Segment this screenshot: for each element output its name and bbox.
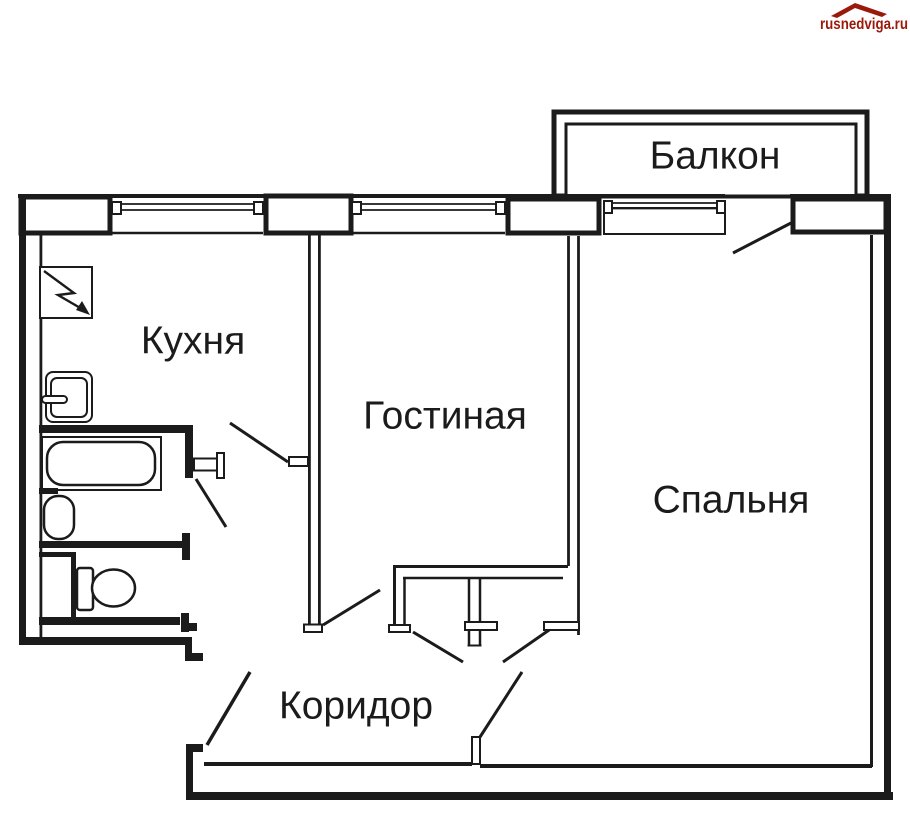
bottom-inner-wall-right bbox=[480, 764, 872, 768]
logo-roof-icon bbox=[831, 3, 887, 18]
living-room-window-icon bbox=[351, 201, 506, 235]
closets bbox=[322, 565, 568, 664]
closet-door-leaf-left bbox=[412, 630, 464, 664]
wall-pier-balcony-left bbox=[505, 196, 602, 236]
bedroom-wall-jamb-flare bbox=[543, 621, 580, 631]
bottom-left-outer-wall bbox=[19, 637, 192, 645]
wall-pier-between-windows bbox=[263, 193, 354, 236]
kitchen-window-icon bbox=[111, 201, 264, 235]
closet-door-leaf-right bbox=[502, 626, 553, 664]
kitchen-door-jamb-cap bbox=[216, 452, 225, 479]
wc-shaft-wall bbox=[71, 552, 76, 624]
bedroom-door-leaf bbox=[478, 671, 524, 738]
bath-wc-wall-cap bbox=[182, 533, 190, 560]
room-label-corridor: Коридор bbox=[279, 684, 433, 727]
room-label-balcony: Балкон bbox=[650, 134, 781, 177]
entrance-wall-step-v bbox=[185, 637, 192, 661]
washbasin-icon bbox=[42, 494, 76, 541]
closet-left-jamb-foot bbox=[388, 624, 411, 633]
room-label-bedroom: Спальня bbox=[653, 478, 810, 521]
bedroom-window-icon bbox=[603, 200, 726, 235]
bedroom-door-jamb bbox=[471, 736, 481, 765]
kitchen-sink-icon bbox=[41, 371, 93, 423]
bathroom-door-leaf bbox=[194, 478, 228, 528]
room-label-living-room: Гостиная bbox=[363, 394, 527, 437]
left-inner-wall-line bbox=[39, 235, 43, 637]
living-room-door-leaf bbox=[322, 588, 381, 627]
kitchen-bath-wall-step bbox=[185, 425, 193, 478]
entrance-jamb-cap bbox=[186, 744, 203, 752]
top-wall-line-right bbox=[790, 194, 889, 198]
closet-mullion-crossbar bbox=[464, 621, 498, 631]
bathtub-icon bbox=[41, 436, 162, 491]
corridor: Коридор bbox=[186, 671, 893, 800]
living-bedroom-wall bbox=[543, 236, 580, 635]
site-logo: rusnedviga.ru bbox=[820, 3, 908, 33]
wc-bottom-wall bbox=[39, 617, 180, 625]
top-wall bbox=[18, 193, 889, 255]
living-door-jamb-foot bbox=[303, 623, 323, 633]
kitchen-door-leaf bbox=[229, 421, 289, 464]
left-outer-wall bbox=[19, 194, 26, 645]
bath-wc-wall bbox=[39, 541, 184, 548]
wc-door-jamb-v bbox=[181, 613, 189, 632]
bottom-inner-wall-left bbox=[204, 762, 472, 766]
corridor-left-outer-wall bbox=[186, 744, 193, 800]
left-wall bbox=[19, 194, 203, 661]
right-outer-wall bbox=[884, 194, 891, 800]
balcony: Балкон bbox=[551, 109, 870, 199]
wall-pier-balcony-right bbox=[790, 196, 889, 235]
balcony-door-leaf bbox=[732, 221, 792, 255]
toilet-icon bbox=[75, 566, 137, 612]
wc-top-stub bbox=[39, 552, 75, 557]
wc-door-jamb-h bbox=[181, 623, 197, 631]
top-wall-line-left bbox=[18, 194, 725, 198]
kitchen-door-jamb-right bbox=[288, 456, 309, 467]
entrance-door-leaf bbox=[205, 671, 252, 746]
bathroom bbox=[39, 436, 228, 632]
right-wall bbox=[870, 194, 891, 800]
wall-pier-top-left-corner bbox=[18, 194, 113, 236]
bath-wall-stub bbox=[39, 488, 58, 494]
logo-text: rusnedviga.ru bbox=[820, 16, 908, 33]
bottom-outer-wall bbox=[186, 792, 893, 800]
room-label-kitchen: Кухня bbox=[141, 319, 245, 362]
stove-icon bbox=[39, 266, 93, 319]
kitchen-bottom-wall bbox=[39, 425, 193, 433]
kitchen-living-wall bbox=[303, 235, 323, 633]
entrance-wall-step-h bbox=[185, 653, 203, 661]
right-inner-wall-line bbox=[870, 235, 873, 767]
